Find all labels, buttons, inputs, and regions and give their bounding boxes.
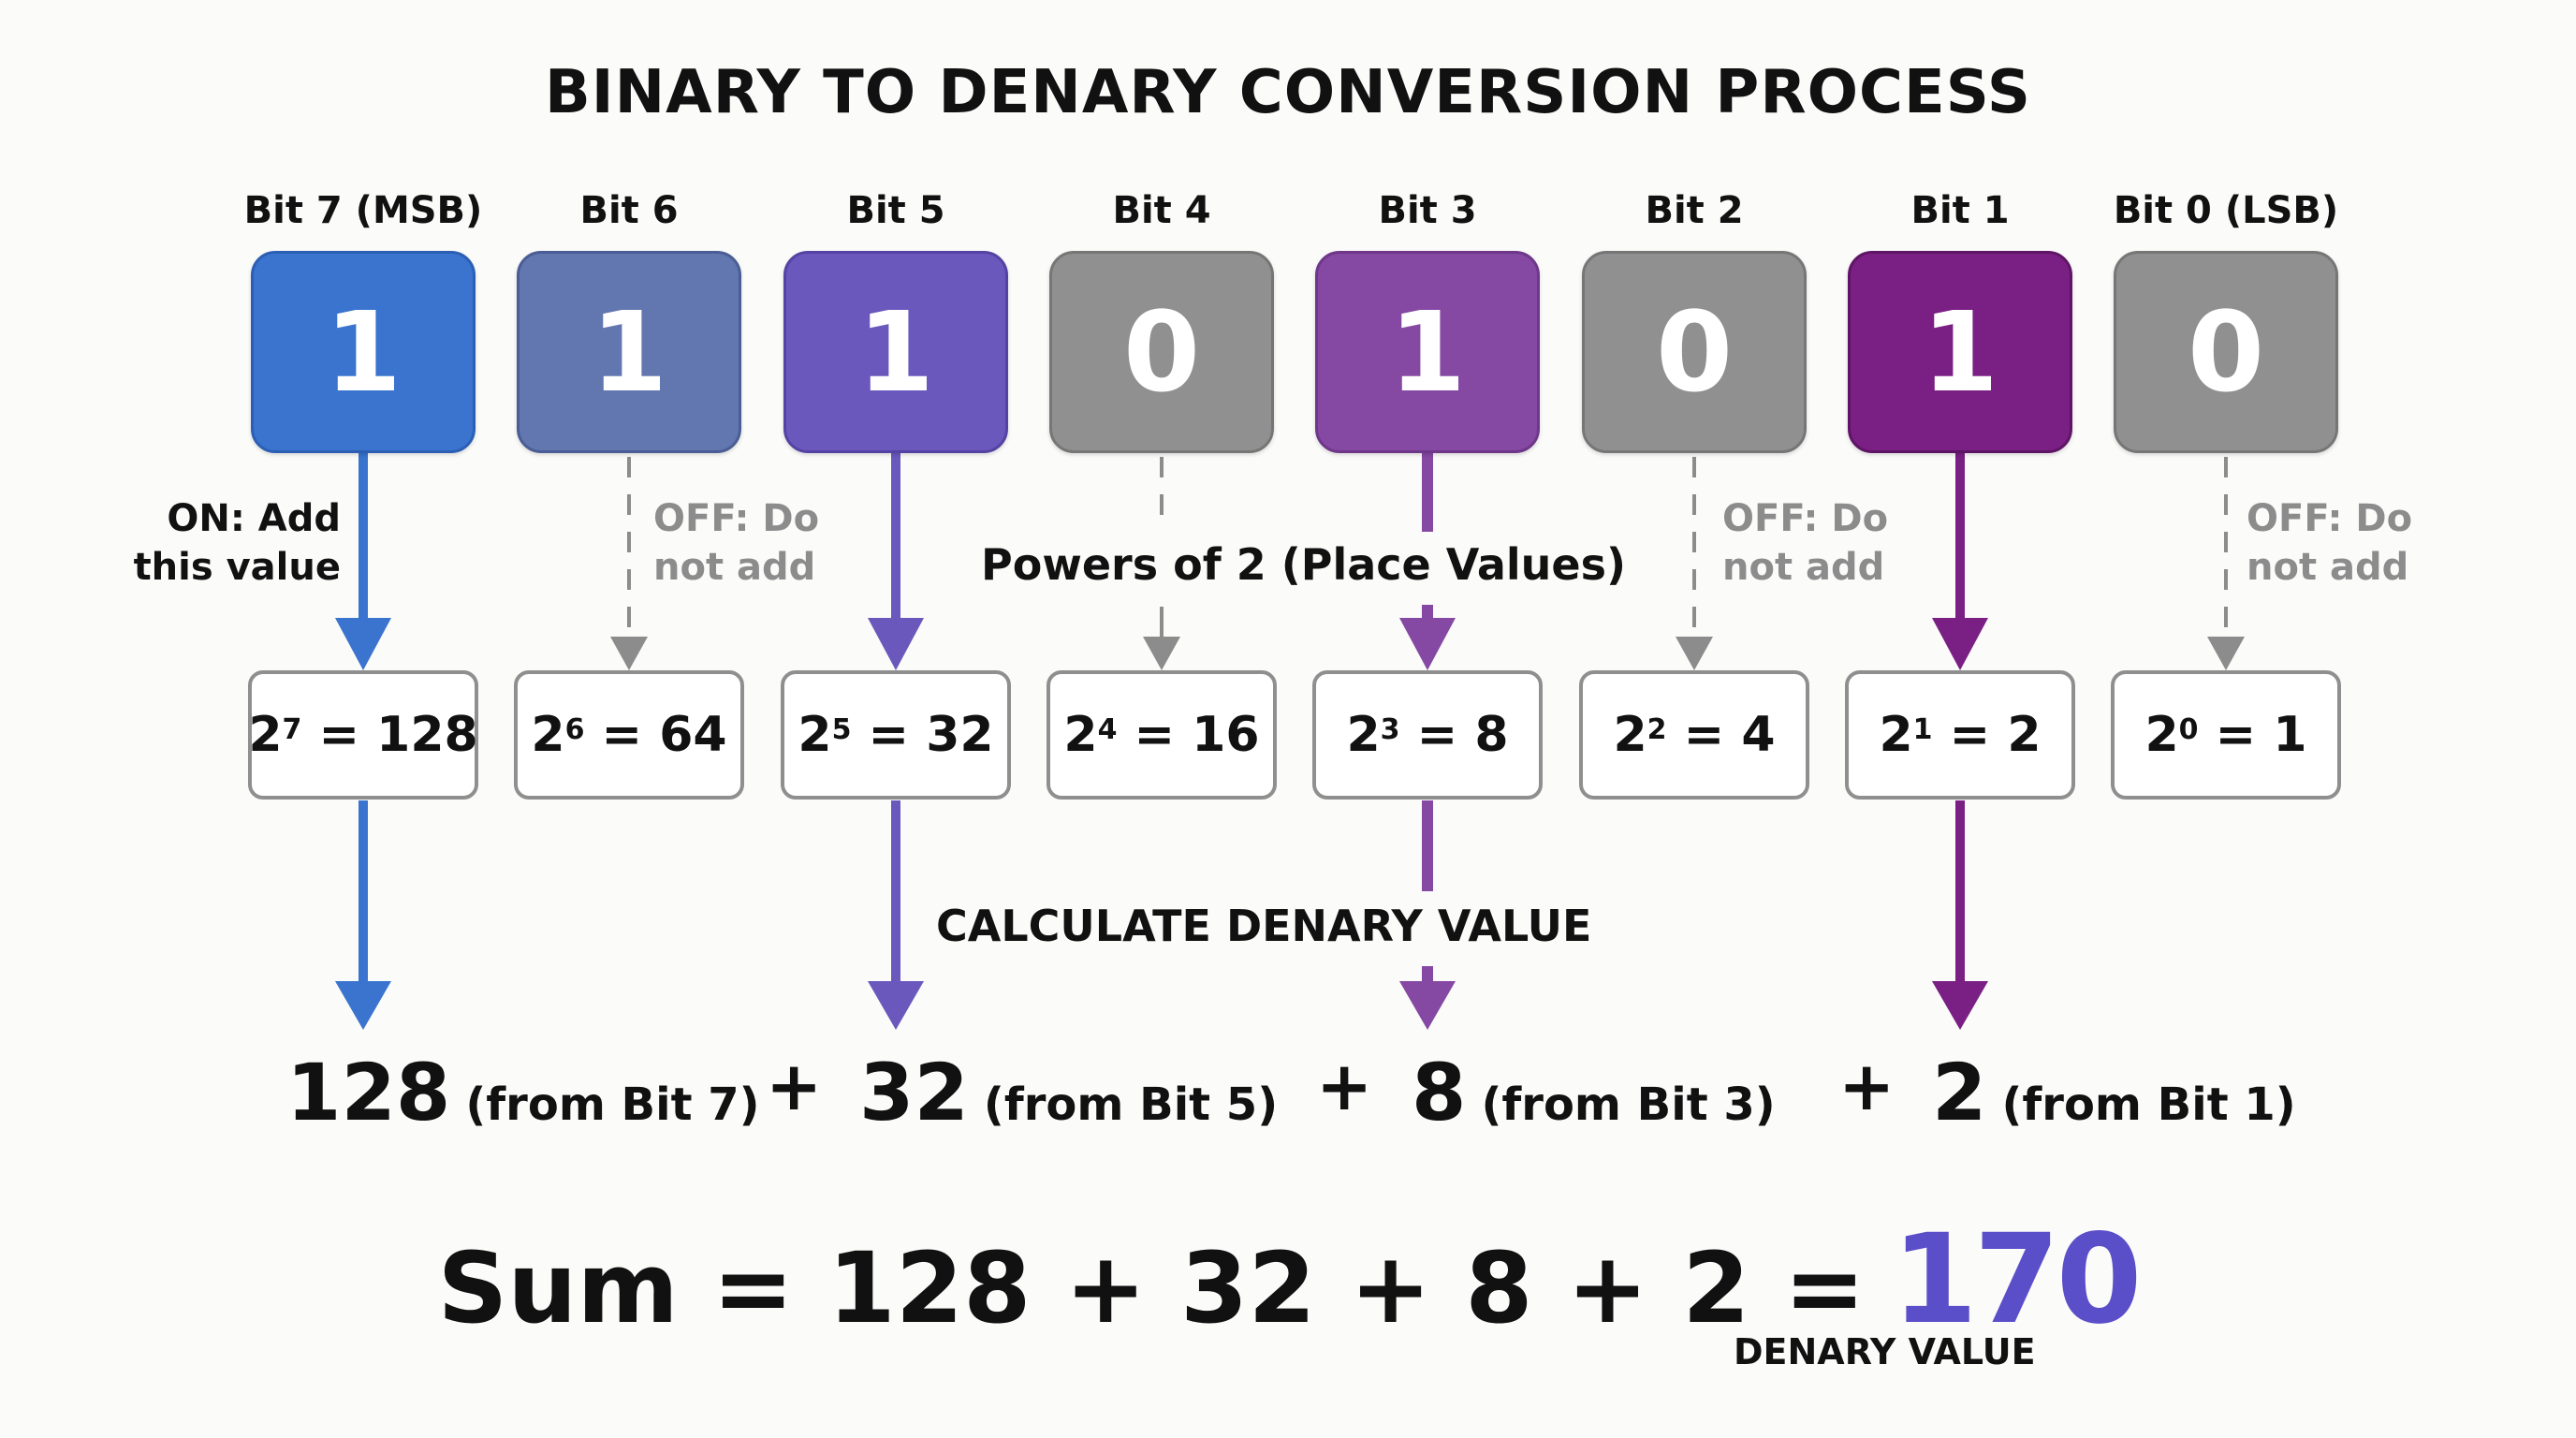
off-note-line1: OFF: Do <box>1722 497 1889 540</box>
off-note-bit0: OFF: Do not add <box>2247 494 2412 592</box>
off-note-bit6: OFF: Do not add <box>653 494 819 592</box>
arrow-bit2-dashed <box>1676 457 1713 670</box>
off-note-line2: not add <box>1722 546 1885 589</box>
off-note-line1: OFF: Do <box>2247 497 2413 540</box>
sum-expression: Sum = 128 + 32 + 8 + 2 = <box>437 1231 1866 1345</box>
plus-sign-2: + <box>1316 1047 1372 1125</box>
bit-label-6: Bit 6 <box>579 189 679 232</box>
bit-label-2: Bit 2 <box>1645 189 1744 232</box>
bit-box-7: 1 <box>251 251 476 453</box>
denary-value-caption: DENARY VALUE <box>1734 1331 2036 1372</box>
bit-box-4: 0 <box>1049 251 1274 453</box>
bit-box-3: 1 <box>1315 251 1540 453</box>
total-sum-equation: Sum = 128 + 32 + 8 + 2 = 170 <box>0 1208 2576 1352</box>
on-note: ON: Add this value <box>94 494 341 592</box>
off-note-bit2: OFF: Do not add <box>1722 494 1888 592</box>
term-source: (from Bit 7) <box>465 1078 760 1131</box>
on-note-line1: ON: Add <box>167 497 341 540</box>
bit-label-1: Bit 1 <box>1910 189 2010 232</box>
off-note-line1: OFF: Do <box>653 497 820 540</box>
powers-of-2-label: Powers of 2 (Place Values) <box>981 539 1627 590</box>
sum-term-bit7: 128 (from Bit 7) <box>286 1047 760 1138</box>
term-source: (from Bit 5) <box>983 1078 1279 1131</box>
plus-symbol: + <box>1838 1047 1895 1125</box>
bit-box-0: 0 <box>2114 251 2338 453</box>
bit-box-2: 0 <box>1582 251 1807 453</box>
off-note-line2: not add <box>653 546 816 589</box>
term-source: (from Bit 1) <box>2001 1078 2296 1131</box>
arrow-bit6-dashed <box>610 457 648 670</box>
calculate-denary-label: CALCULATE DENARY VALUE <box>936 901 1592 951</box>
arrow-bit4-dashed <box>1143 457 1180 670</box>
plus-sign-1: + <box>766 1047 822 1125</box>
arrow-bit0-dashed <box>2207 457 2245 670</box>
bit-box-5: 1 <box>783 251 1008 453</box>
on-note-line2: this value <box>133 546 341 589</box>
bit-label-3: Bit 3 <box>1378 189 1477 232</box>
sum-term-bit1: 2 (from Bit 1) <box>1932 1047 2296 1138</box>
arrow-bit7-to-place <box>335 453 391 670</box>
arrow-bit3-to-sum <box>1399 800 1456 1030</box>
sum-term-bit5: 32 (from Bit 5) <box>859 1047 1278 1138</box>
sum-term-bit3: 8 (from Bit 3) <box>1412 1047 1776 1138</box>
arrow-bit7-to-sum <box>335 800 391 1030</box>
page-title: BINARY TO DENARY CONVERSION PROCESS <box>545 58 2031 127</box>
bit-label-0: Bit 0 (LSB) <box>2113 189 2339 232</box>
term-source: (from Bit 3) <box>1481 1078 1776 1131</box>
bit-label-5: Bit 5 <box>846 189 945 232</box>
term-value: 32 <box>859 1047 969 1138</box>
arrow-bit5-to-sum <box>868 800 924 1030</box>
arrow-bit1-to-sum <box>1932 800 1988 1030</box>
term-value: 2 <box>1932 1047 1987 1138</box>
bit-box-6: 1 <box>517 251 741 453</box>
off-note-line2: not add <box>2247 546 2409 589</box>
plus-symbol: + <box>766 1047 823 1125</box>
bit-label-7: Bit 7 (MSB) <box>243 189 483 232</box>
term-value: 128 <box>286 1047 451 1138</box>
plus-symbol: + <box>1316 1047 1373 1125</box>
bit-label-4: Bit 4 <box>1112 189 1211 232</box>
denary-result: 170 <box>1891 1208 2143 1352</box>
plus-sign-3: + <box>1838 1047 1895 1125</box>
arrow-bit5-to-place <box>868 453 924 670</box>
term-value: 8 <box>1412 1047 1467 1138</box>
arrow-bit1-to-place <box>1932 453 1988 670</box>
arrow-bit3-to-place <box>1399 453 1456 670</box>
bit-box-1: 1 <box>1848 251 2072 453</box>
